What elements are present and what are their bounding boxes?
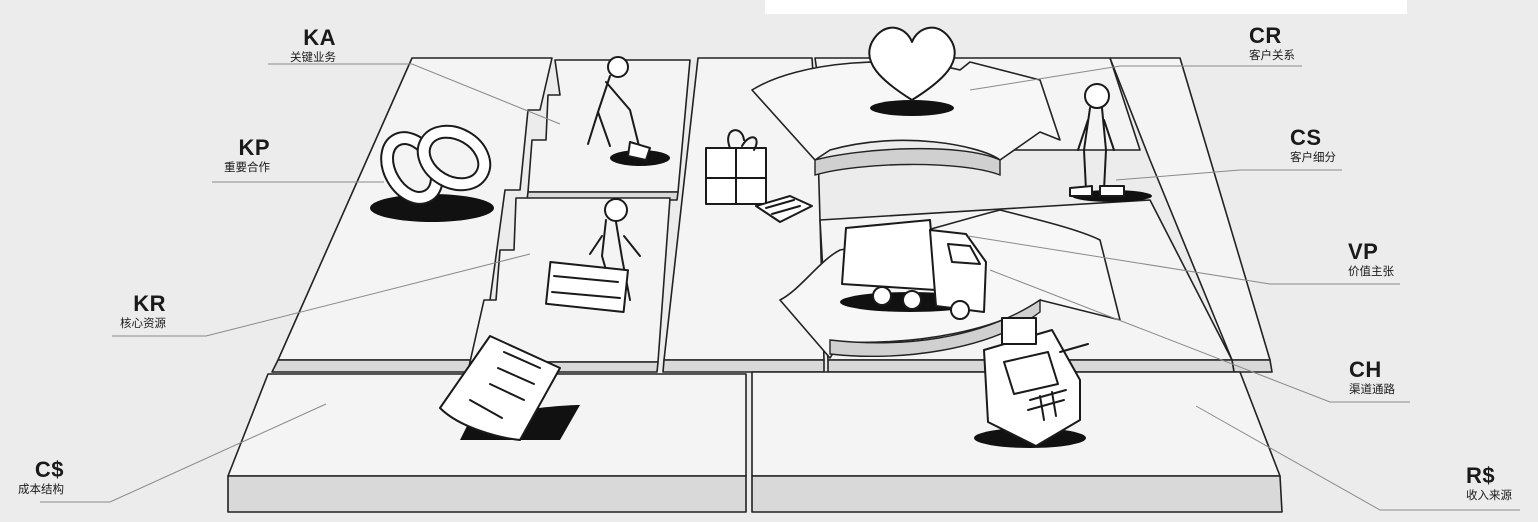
block-name: 核心资源 bbox=[120, 318, 166, 330]
block-code: R$ bbox=[1466, 463, 1496, 488]
label-customer-segments: CS 客户细分 bbox=[1290, 126, 1360, 165]
interlocking-rings-icon bbox=[370, 124, 494, 222]
block-code: KA bbox=[303, 25, 336, 50]
block-name: 渠道通路 bbox=[1349, 384, 1395, 396]
block-name: 客户细分 bbox=[1290, 152, 1336, 164]
digging-person-icon bbox=[587, 56, 670, 166]
block-code: C$ bbox=[34, 457, 64, 482]
label-key-partners: KP 重要合作 bbox=[206, 136, 270, 175]
heart-icon bbox=[868, 26, 956, 116]
cash-register-icon bbox=[974, 317, 1089, 448]
label-key-activities: KA 关键业务 bbox=[274, 26, 336, 65]
tile-customer-segments bbox=[1109, 57, 1273, 373]
leader-lines bbox=[40, 63, 1520, 511]
block-name: 成本结构 bbox=[18, 484, 64, 496]
label-value-propositions: VP 价值主张 bbox=[1348, 240, 1418, 279]
delivery-truck-icon bbox=[840, 219, 987, 320]
receipt-icon bbox=[439, 335, 580, 441]
block-code: KR bbox=[133, 291, 166, 316]
block-name: 客户关系 bbox=[1249, 50, 1295, 62]
block-code: CS bbox=[1290, 125, 1322, 150]
block-name: 重要合作 bbox=[224, 162, 270, 174]
standing-person-icon bbox=[1069, 83, 1152, 202]
label-customer-relationships: CR 客户关系 bbox=[1249, 24, 1319, 63]
top-white-strip bbox=[765, 0, 1407, 14]
gift-box-icon bbox=[705, 129, 813, 223]
label-cost-structure: C$ 成本结构 bbox=[2, 458, 64, 497]
block-code: VP bbox=[1348, 239, 1379, 264]
label-key-resources: KR 核心资源 bbox=[104, 292, 166, 331]
block-name: 价值主张 bbox=[1348, 266, 1394, 278]
block-code: CR bbox=[1249, 23, 1282, 48]
block-code: CH bbox=[1349, 357, 1382, 382]
block-name: 关键业务 bbox=[290, 52, 336, 64]
label-revenue-streams: R$ 收入来源 bbox=[1466, 464, 1536, 503]
block-code: KP bbox=[238, 135, 270, 160]
block-name: 收入来源 bbox=[1466, 490, 1512, 502]
tile-value-propositions bbox=[662, 57, 825, 373]
person-with-bale-icon bbox=[545, 198, 641, 313]
label-channels: CH 渠道通路 bbox=[1349, 358, 1419, 397]
